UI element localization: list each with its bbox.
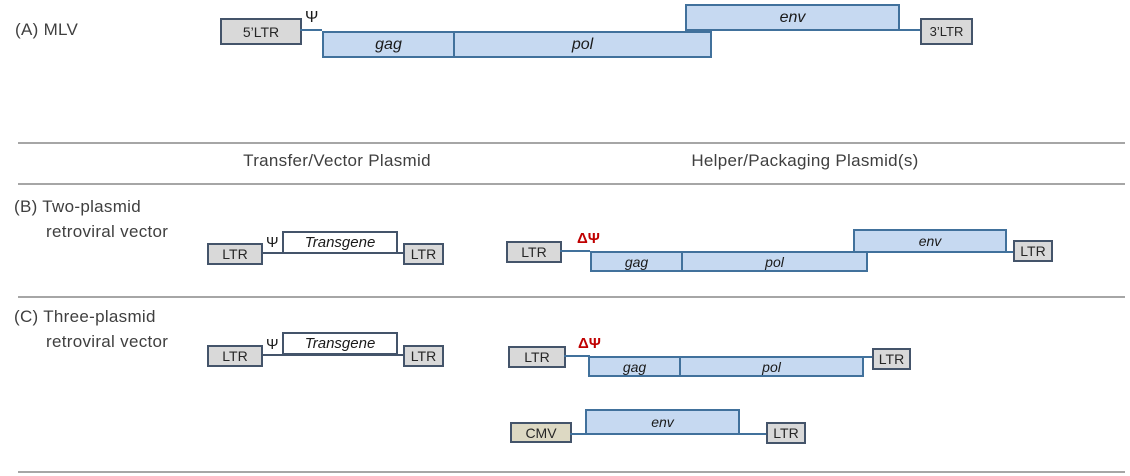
helper-plasmid-column-header: Helper/Packaging Plasmid(s) — [691, 151, 919, 170]
separator-line-top — [18, 142, 1125, 144]
mlv-5ltr-label: 5’LTR — [242, 23, 280, 40]
two-plasmid-helper-ltr-right-box: LTR — [1013, 240, 1053, 262]
three-plasmid-transfer-psi-symbol: Ψ — [266, 336, 279, 353]
mlv-connector-line-right — [898, 29, 922, 31]
mlv-5ltr-box: 5’LTR — [220, 18, 302, 45]
two-plasmid-transfer-ltr-left-box: LTR — [207, 243, 263, 265]
three-plasmid-transfer-ltr-left-box: LTR — [207, 345, 263, 367]
three-plasmid-transgene-box: Transgene — [282, 332, 398, 355]
helper-pol-segment: pol — [765, 253, 784, 270]
three-plasmid-gagpol-ltr-left-box: LTR — [508, 346, 566, 368]
helper-gag-segment: gag — [592, 253, 683, 270]
mlv-3ltr-box: 3’LTR — [920, 18, 973, 45]
separator-line-header-bottom — [18, 183, 1125, 185]
two-plasmid-helper-delta-psi-symbol: ΔΨ — [577, 230, 600, 247]
three-plasmid-env-box: env — [585, 409, 740, 435]
three-plasmid-gagpol-delta-psi-symbol: ΔΨ — [578, 335, 601, 352]
two-plasmid-helper-env-box: env — [853, 229, 1007, 253]
mlv-psi-symbol: Ψ — [305, 9, 319, 26]
two-plasmid-transgene-box: Transgene — [282, 231, 398, 254]
ltr-label: LTR — [222, 246, 248, 262]
three-plasmid-gagpol-connector-left — [564, 355, 590, 357]
mlv-3ltr-label: 3’LTR — [929, 24, 964, 39]
ltr-label: LTR — [410, 348, 437, 364]
two-plasmid-transfer-ltr-right-box: LTR — [403, 243, 444, 265]
two-plasmid-helper-gagpol-box: gag pol — [590, 251, 868, 272]
two-plasmid-transfer-psi-symbol: Ψ — [266, 234, 279, 251]
ltr-label: LTR — [521, 244, 547, 260]
three-plasmid-row-label-line1: (C) Three-plasmid — [14, 307, 156, 326]
three-plasmid-env-connector-right — [738, 433, 766, 435]
ltr-label: LTR — [410, 246, 437, 262]
two-plasmid-helper-connector-left — [560, 250, 590, 252]
three-plasmid-env-connector-left — [570, 433, 585, 435]
mlv-pol-segment: pol — [571, 35, 594, 53]
ltr-label: LTR — [878, 351, 905, 367]
mlv-gag-segment: gag — [324, 33, 455, 56]
separator-line-bottom — [18, 471, 1125, 473]
two-plasmid-row-label-line1: (B) Two-plasmid — [14, 197, 141, 216]
three-plasmid-row-label-line2: retroviral vector — [46, 332, 169, 351]
mlv-env-box: env — [685, 4, 900, 31]
mlv-connector-line-left — [300, 29, 322, 31]
ltr-label: LTR — [1020, 243, 1046, 259]
separator-line-mid — [18, 296, 1125, 298]
three-plasmid-transfer-ltr-right-box: LTR — [403, 345, 444, 367]
ltr-label: LTR — [524, 349, 550, 365]
three-plasmid-transfer-backbone-line — [261, 354, 405, 356]
three-plasmid-gagpol-connector-right — [862, 356, 874, 358]
two-plasmid-row-label-line2: retroviral vector — [46, 222, 169, 241]
three-plasmid-gagpol-box: gag pol — [588, 356, 864, 377]
two-plasmid-helper-connector-right — [1005, 251, 1015, 253]
two-plasmid-helper-ltr-left-box: LTR — [506, 241, 562, 263]
transfer-plasmid-column-header: Transfer/Vector Plasmid — [243, 151, 431, 170]
ltr-label: LTR — [773, 425, 799, 441]
mlv-row-label: (A) MLV — [15, 20, 79, 39]
three-plasmid-env-cmv-box: CMV — [510, 422, 572, 443]
helper-gag-segment: gag — [590, 358, 681, 375]
three-plasmid-gagpol-ltr-right-box: LTR — [872, 348, 911, 370]
ltr-label: LTR — [222, 348, 248, 364]
mlv-gagpol-box: gag pol — [322, 31, 712, 58]
three-plasmid-env-ltr-box: LTR — [766, 422, 806, 444]
helper-pol-segment: pol — [762, 358, 781, 375]
